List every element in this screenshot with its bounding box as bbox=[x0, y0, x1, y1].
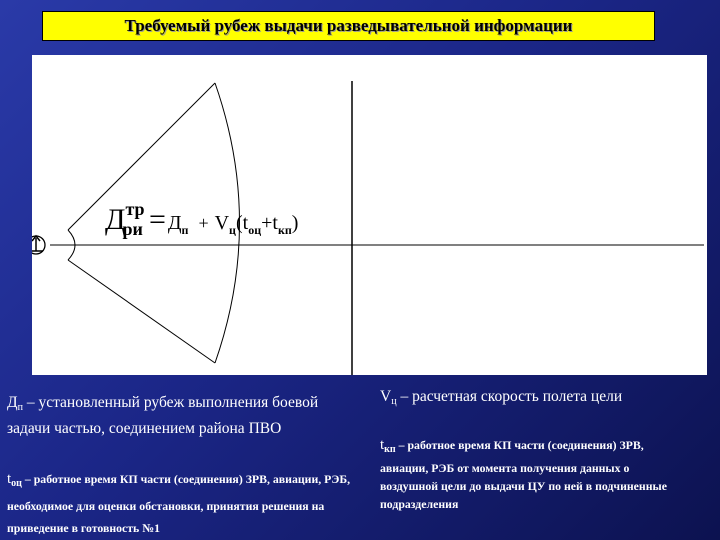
formula-rhs-v-subscript: ц bbox=[229, 223, 236, 237]
sector-lower-edge bbox=[67, 259, 216, 364]
formula-lhs-subscript: ри bbox=[122, 219, 143, 239]
definition-tkp: tкп – работное время КП части (соединени… bbox=[380, 436, 685, 513]
formula-lhs-symbol: Д bbox=[105, 203, 126, 236]
definition-tkp-symbol: t bbox=[380, 437, 385, 453]
formula-rhs-d: Д bbox=[167, 212, 182, 234]
sector-inner-arc bbox=[67, 229, 76, 261]
formula-plus: + bbox=[198, 213, 209, 233]
definition-toc-text: – работное время КП части (соединения) З… bbox=[7, 472, 351, 535]
radar-post-icon bbox=[32, 234, 46, 255]
formula-rhs-d-subscript: п bbox=[181, 223, 189, 237]
formula-rhs-v: V bbox=[214, 212, 230, 234]
definition-dp-subscript: п bbox=[17, 402, 23, 413]
formula-lhs-superscript: тр bbox=[125, 199, 145, 219]
definition-dp: Дп – установленный рубеж выполнения боев… bbox=[7, 392, 347, 439]
formula-t2-subscript: кп bbox=[277, 223, 292, 237]
definition-vc-text: – расчетная скорость полета цели bbox=[396, 388, 623, 405]
diagram-panel: Дтрри =Дп +Vц(tоц+tкп) bbox=[32, 55, 707, 375]
definition-tkp-text: – работное время КП части (соединения) З… bbox=[380, 438, 667, 511]
definition-dp-symbol: Д bbox=[7, 394, 18, 411]
definition-toc-subscript: оц bbox=[11, 478, 22, 489]
range-formula: Дтрри =Дп +Vц(tоц+tкп) bbox=[105, 199, 299, 239]
definition-toc-symbol: t bbox=[7, 471, 12, 487]
sector-upper-edge bbox=[67, 82, 216, 231]
formula-paren-open: (t bbox=[235, 212, 249, 234]
definition-vc-symbol: V bbox=[380, 388, 392, 405]
definition-dp-text: – установленный рубеж выполнения боевой … bbox=[7, 394, 319, 437]
definition-tkp-subscript: кп bbox=[384, 444, 396, 455]
coverage-diagram bbox=[32, 81, 704, 375]
formula-paren-close: ) bbox=[291, 212, 299, 234]
formula-plus-t: +t bbox=[261, 212, 278, 234]
formula-equals: = bbox=[148, 203, 166, 236]
definition-toc: tоц – работное время КП части (соединени… bbox=[7, 468, 352, 539]
slide-title: Требуемый рубеж выдачи разведывательной … bbox=[42, 11, 655, 41]
definition-vc-subscript: ц bbox=[391, 396, 397, 407]
definition-vc: Vц – расчетная скорость полета цели bbox=[380, 386, 700, 412]
formula-t1-subscript: оц bbox=[248, 223, 262, 237]
sector-outer-arc bbox=[214, 82, 240, 364]
